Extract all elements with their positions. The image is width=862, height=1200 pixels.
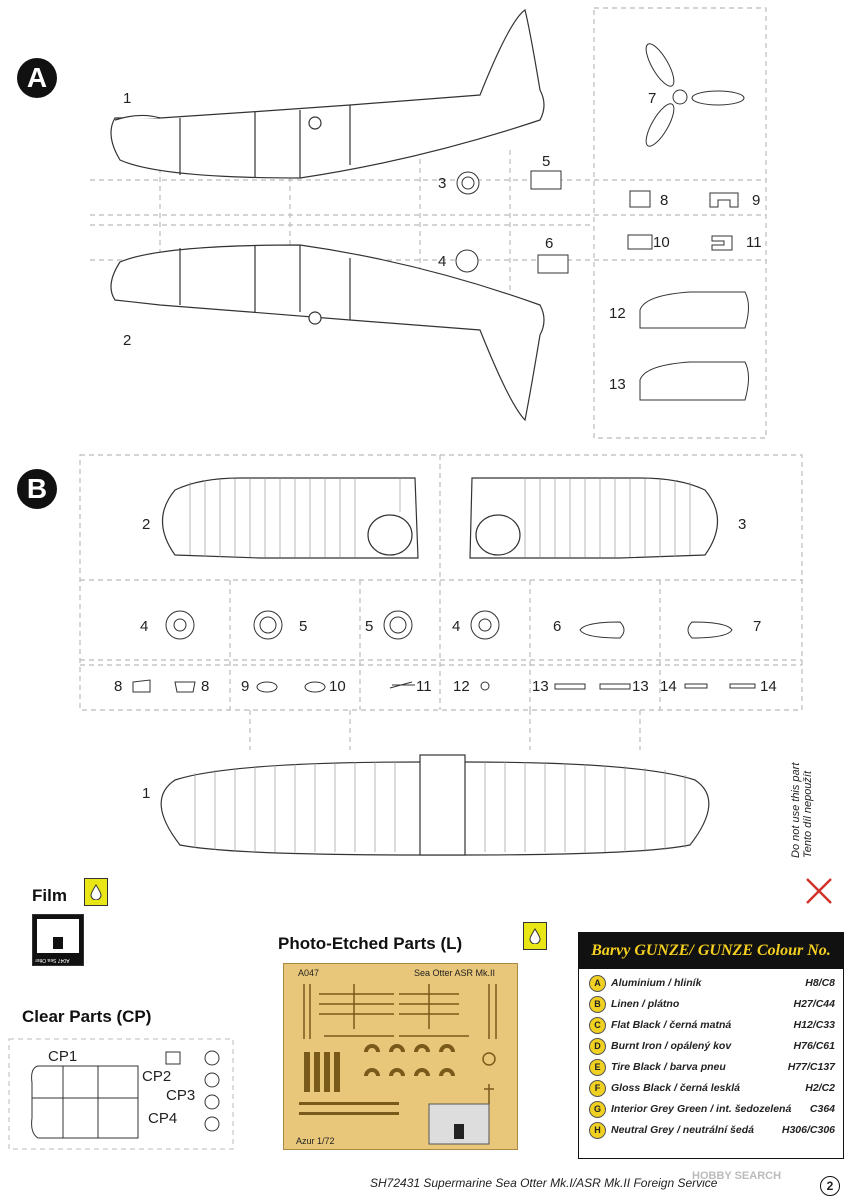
- part-number: 8: [114, 678, 123, 695]
- part-number: 6: [545, 235, 554, 252]
- footer-text: SH72431 Supermarine Sea Otter Mk.I/ASR M…: [370, 1176, 718, 1190]
- part-number: 8: [201, 678, 210, 695]
- part-number: 13: [532, 678, 549, 695]
- part-number: 6: [553, 618, 562, 635]
- warning-text: Do not use this part Tento díl nepoužít: [790, 762, 814, 858]
- sprue-b-drawing: [79, 454, 803, 856]
- part-number: 12: [453, 678, 470, 695]
- film-title: Film: [32, 886, 67, 905]
- part-number: 11: [746, 234, 762, 251]
- part-number: 8: [660, 192, 669, 209]
- sprue-a-drawing: [90, 7, 767, 439]
- part-number: 2: [123, 332, 132, 349]
- watermark: HOBBY SEARCH: [692, 1170, 782, 1182]
- part-number: 4: [438, 253, 447, 270]
- part-number: 5: [365, 618, 374, 635]
- photo-etched-fret: A047 Sea Otter ASR Mk.II Az: [283, 963, 518, 1150]
- part-number: 7: [753, 618, 762, 635]
- part-number: 9: [241, 678, 250, 695]
- clear-parts-title: Clear Parts (CP): [22, 1007, 152, 1026]
- part-number: 12: [609, 305, 626, 322]
- part-number: 9: [752, 192, 761, 209]
- part-number: 3: [438, 175, 447, 192]
- part-number: 11: [416, 678, 432, 695]
- part-number: 14: [660, 678, 677, 695]
- part-number: 13: [609, 376, 626, 393]
- clear-part-label: CP1: [48, 1048, 78, 1065]
- clear-part-label: CP2: [142, 1068, 172, 1085]
- water-drop-icon: [84, 878, 108, 906]
- water-drop-icon: [523, 922, 547, 950]
- photo-etched-title: Photo-Etched Parts (L): [278, 934, 463, 953]
- part-number: 1: [142, 785, 151, 802]
- part-number: 13: [632, 678, 649, 695]
- clear-part-label: CP4: [148, 1110, 178, 1127]
- photo-etched-parts: [299, 984, 497, 1145]
- clear-part-label: CP3: [166, 1087, 196, 1104]
- colour-table-title: Barvy GUNZE/ GUNZE Colour No.: [579, 933, 843, 969]
- part-number: 2: [142, 516, 151, 533]
- page-number: 2: [820, 1176, 840, 1196]
- part-number: 10: [329, 678, 346, 695]
- section-b-badge: B: [17, 469, 57, 509]
- section-a-badge: A: [17, 58, 57, 98]
- part-number: 7: [648, 90, 657, 107]
- cross-icon: [806, 878, 832, 904]
- part-number: 1: [123, 90, 132, 107]
- part-number: 4: [452, 618, 461, 635]
- film-decal: A047 Sea Otter: [32, 914, 84, 966]
- part-number: 10: [653, 234, 670, 251]
- part-number: 5: [542, 153, 551, 170]
- part-number: 3: [738, 516, 747, 533]
- part-number: 14: [760, 678, 777, 695]
- part-number: 5: [299, 618, 308, 635]
- part-number: 4: [140, 618, 149, 635]
- clear-parts-drawing: [8, 1038, 234, 1150]
